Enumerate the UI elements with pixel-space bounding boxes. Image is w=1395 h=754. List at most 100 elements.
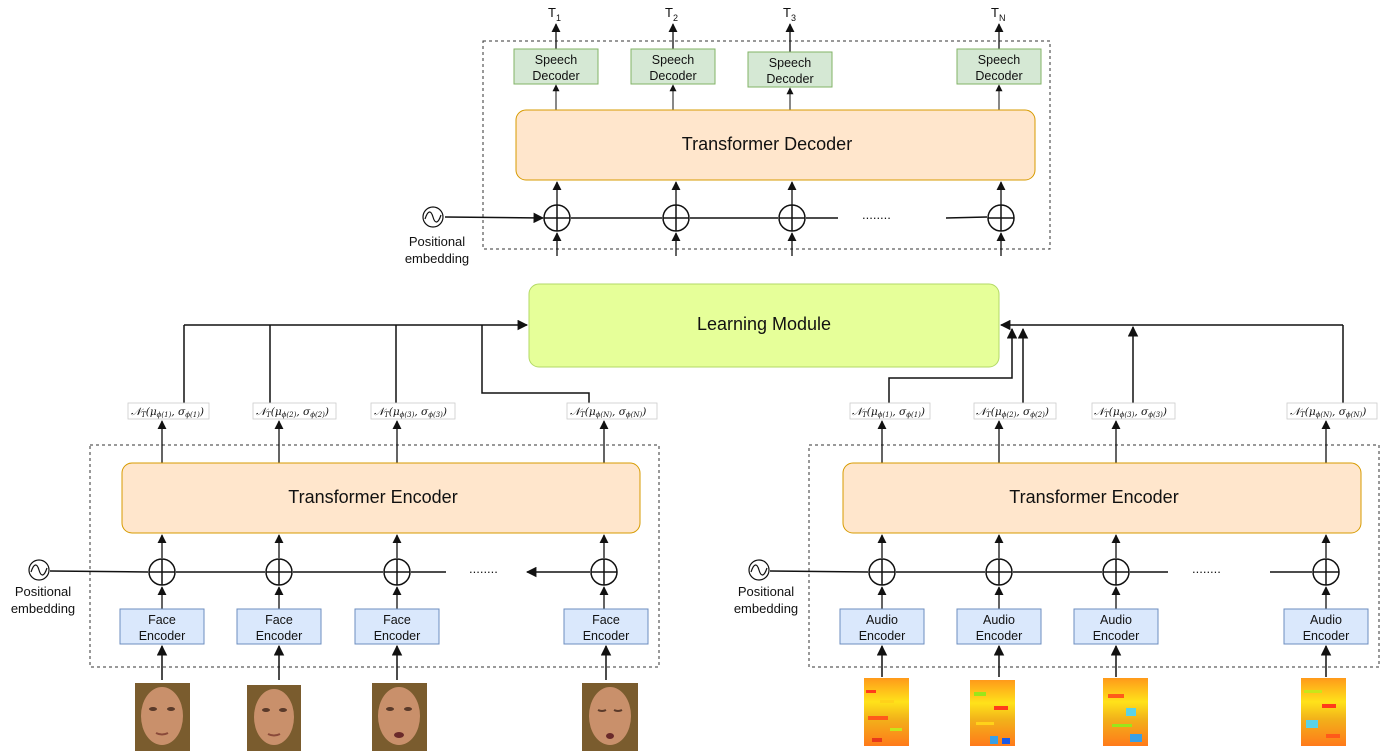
sine-wave-icon (748, 559, 770, 581)
face-image-n (582, 683, 638, 751)
decoder-outputs: T1 T2 T3 TN (548, 5, 1005, 23)
adder-icon (265, 558, 293, 586)
adder-icon (1102, 558, 1130, 586)
right-positional-label: embedding (734, 601, 798, 616)
output-arrows (551, 23, 1004, 52)
svg-text:𝒩T(μϕ(2), σϕ(2)): 𝒩T(μϕ(2), σϕ(2)) (256, 406, 329, 419)
speech-decoder-2: Speech Decoder (630, 48, 716, 85)
decoder-adders (543, 204, 1015, 232)
transformer-decoder: Transformer Decoder (515, 109, 1036, 181)
svg-text:𝒩T(μϕ(N), σϕ(N)): 𝒩T(μϕ(N), σϕ(N)) (570, 406, 646, 419)
speech-decoders: Speech Decoder Speech Decoder Speech Dec… (513, 48, 1042, 88)
sine-wave-icon (28, 559, 50, 581)
audio-encoder-group-frame (808, 444, 1380, 668)
svg-text:Face: Face (383, 613, 411, 627)
audio-encoder-2: Audio Encoder (956, 608, 1042, 645)
face-image-arrows (156, 644, 612, 680)
left-positional-label: Positional (15, 584, 71, 599)
right-ellipsis: ........ (1192, 561, 1221, 576)
right-encoder-input-arrows (877, 534, 1331, 558)
decoder-input-arrows (552, 181, 1006, 205)
svg-text:Transformer Encoder: Transformer Encoder (1009, 487, 1178, 507)
svg-text:Encoder: Encoder (256, 629, 303, 643)
right-latent-arrows (877, 420, 1331, 463)
adder-icon (987, 204, 1015, 232)
svg-text:𝒩T(μϕ(2), σϕ(2)): 𝒩T(μϕ(2), σϕ(2)) (976, 406, 1049, 419)
svg-text:Decoder: Decoder (532, 69, 579, 83)
sine-wave-icon (422, 206, 444, 228)
audio-encoders: Audio Encoder Audio Encoder Audio Encode… (839, 608, 1369, 645)
adder-icon (868, 558, 896, 586)
spectrogram-image-2 (970, 680, 1015, 746)
left-encoder-input-arrows (157, 534, 609, 558)
svg-text:Decoder: Decoder (766, 72, 813, 86)
svg-text:Speech: Speech (978, 53, 1020, 67)
speech-decoder-3: Speech Decoder (747, 51, 833, 88)
face-encoder-n: Face Encoder (563, 608, 649, 645)
right-positional-line (769, 570, 1312, 573)
svg-text:Encoder: Encoder (583, 629, 630, 643)
left-latents: 𝒩T(μϕ(1), σϕ(1)) 𝒩T(μϕ(2), σϕ(2)) 𝒩T(μϕ(… (127, 402, 658, 420)
spectrogram-image-3 (1103, 678, 1148, 746)
svg-text:Encoder: Encoder (1093, 629, 1140, 643)
svg-text:Encoder: Encoder (976, 629, 1023, 643)
face-encoders: Face Encoder Face Encoder Face Encoder F… (119, 608, 649, 645)
svg-text:Decoder: Decoder (975, 69, 1022, 83)
spectrogram-image-1 (864, 678, 909, 746)
svg-text:Audio: Audio (866, 613, 898, 627)
face-encoder-arrows (157, 586, 609, 609)
decoder-ellipsis: ........ (862, 207, 891, 222)
svg-text:Encoder: Encoder (374, 629, 421, 643)
face-encoder-2: Face Encoder (236, 608, 322, 645)
left-positional-label: embedding (11, 601, 75, 616)
svg-text:Transformer Encoder: Transformer Encoder (288, 487, 457, 507)
audio-transformer-encoder: Transformer Encoder (842, 462, 1362, 534)
latent-label-audio-n: 𝒩T(μϕ(N), σϕ(N)) (1286, 402, 1378, 420)
decoder-positional-label: embedding (405, 251, 469, 266)
spectrogram-images (864, 678, 1346, 746)
latent-label-face-1: 𝒩T(μϕ(1), σϕ(1)) (127, 402, 210, 420)
svg-text:Encoder: Encoder (139, 629, 186, 643)
output-label-3: T3 (783, 5, 796, 23)
svg-text:Encoder: Encoder (859, 629, 906, 643)
face-images (135, 683, 638, 751)
audio-encoder-n: Audio Encoder (1283, 608, 1369, 645)
left-positional-line (49, 566, 590, 578)
svg-text:Learning Module: Learning Module (697, 314, 831, 334)
spectrogram-image-n (1301, 678, 1346, 746)
svg-text:Encoder: Encoder (1303, 629, 1350, 643)
svg-text:Speech: Speech (535, 53, 577, 67)
svg-text:𝒩T(μϕ(N), σϕ(N)): 𝒩T(μϕ(N), σϕ(N)) (1290, 406, 1366, 419)
left-ellipsis: ........ (469, 561, 498, 576)
svg-text:Speech: Speech (769, 56, 811, 70)
decoder-group-frame (482, 40, 1051, 250)
svg-text:𝒩T(μϕ(3), σϕ(3)): 𝒩T(μϕ(3), σϕ(3)) (374, 406, 447, 419)
right-routing (888, 319, 1344, 404)
latent-label-audio-3: 𝒩T(μϕ(3), σϕ(3)) (1091, 402, 1176, 420)
svg-text:Face: Face (592, 613, 620, 627)
decoder-bottom-arrows (552, 232, 1006, 256)
right-latents: 𝒩T(μϕ(1), σϕ(1)) 𝒩T(μϕ(2), σϕ(2)) 𝒩T(μϕ(… (849, 402, 1378, 420)
speech-decoder-1: Speech Decoder (513, 48, 599, 85)
speech-decoder-n: Speech Decoder (956, 48, 1042, 85)
svg-text:Audio: Audio (1310, 613, 1342, 627)
svg-text:Transformer Decoder: Transformer Decoder (682, 134, 852, 154)
face-encoder-group-frame (89, 444, 660, 668)
adder-icon (148, 558, 176, 586)
right-adders (868, 558, 1340, 586)
svg-text:𝒩T(μϕ(3), σϕ(3)): 𝒩T(μϕ(3), σϕ(3)) (1094, 406, 1167, 419)
output-label-2: T2 (665, 5, 678, 23)
left-latent-arrows (157, 420, 609, 463)
spectrogram-arrows (876, 644, 1332, 677)
learning-module: Learning Module (528, 283, 1000, 368)
latent-label-audio-1: 𝒩T(μϕ(1), σϕ(1)) (849, 402, 931, 420)
face-image-3 (372, 683, 427, 751)
svg-text:𝒩T(μϕ(1), σϕ(1)): 𝒩T(μϕ(1), σϕ(1)) (852, 406, 925, 419)
decoder-to-speech-arrows (552, 84, 1003, 110)
adder-icon (590, 558, 618, 586)
svg-text:Decoder: Decoder (649, 69, 696, 83)
latent-label-audio-2: 𝒩T(μϕ(2), σϕ(2)) (973, 402, 1057, 420)
decoder-positional-line (444, 212, 988, 224)
output-label-1: T1 (548, 5, 561, 23)
adder-icon (383, 558, 411, 586)
